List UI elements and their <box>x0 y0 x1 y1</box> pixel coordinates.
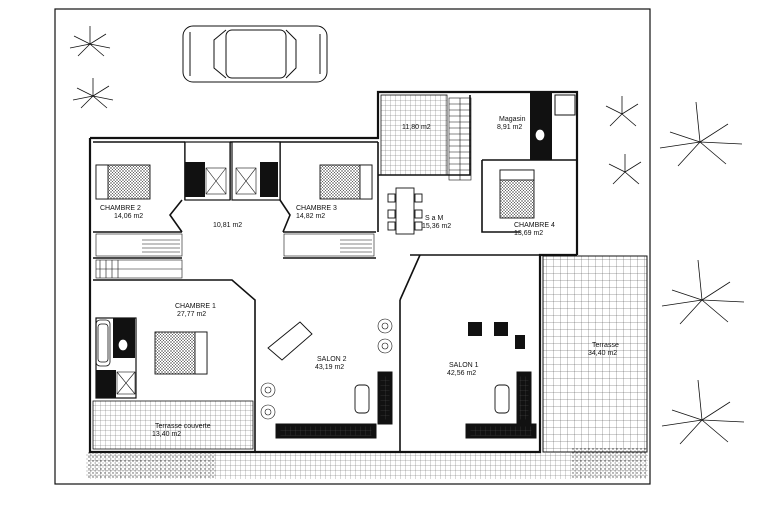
terrasse-floor <box>542 255 648 453</box>
palm-tree-icon <box>69 26 745 445</box>
chambre3-area: 14,82 m2 <box>296 213 326 220</box>
chambre1-area: 27,77 m2 <box>177 311 207 318</box>
sam-name: S a M <box>425 215 444 222</box>
bathtub-icon <box>95 319 111 367</box>
cuisine-area: 11,80 m2 <box>402 124 431 131</box>
salon1-name: SALON 1 <box>449 362 479 369</box>
terrasse-name: Terrasse <box>592 342 619 349</box>
chambre1-name: CHAMBRE 1 <box>175 303 216 310</box>
armchair-icon <box>468 322 525 349</box>
sofa-icon <box>275 371 537 439</box>
gravel-right <box>572 448 647 478</box>
house-walls <box>88 90 579 454</box>
salon1-area: 42,56 m2 <box>447 370 477 377</box>
wardrobe-icon <box>95 233 375 279</box>
chambre2-area: 14,06 m2 <box>114 213 144 220</box>
cuisine-floor <box>380 94 448 176</box>
stair-icon <box>448 97 472 181</box>
salon2-name: SALON 2 <box>317 356 347 363</box>
magasin-name: Magasin <box>499 116 526 123</box>
plant-pot-icon <box>260 318 393 420</box>
car-icon <box>182 25 328 83</box>
hall-area: 10,81 m2 <box>213 222 243 229</box>
terrasse-couverte-area: 13,40 m2 <box>152 431 182 438</box>
bed-icon <box>95 164 535 375</box>
chambre4-area: 13,69 m2 <box>514 230 544 237</box>
magasin-area: 8,91 m2 <box>497 124 523 131</box>
sam-area: 15,36 m2 <box>422 223 452 230</box>
terrasse-area: 34,40 m2 <box>588 350 618 357</box>
toilet-icon <box>118 129 545 351</box>
terrasse-couverte-name: Terrasse couverte <box>155 423 211 430</box>
salon2-area: 43,19 m2 <box>315 364 345 371</box>
coffee-table-icon <box>267 321 510 414</box>
interior-walls <box>93 95 577 452</box>
site-boundary <box>54 8 651 485</box>
chambre3-name: CHAMBRE 3 <box>296 205 337 212</box>
gravel-left <box>86 452 216 478</box>
shower-icon <box>116 167 257 395</box>
chambre4-name: CHAMBRE 4 <box>514 222 555 229</box>
terrasse-couverte-floor <box>92 400 254 450</box>
chambre2-name: CHAMBRE 2 <box>100 205 141 212</box>
dining-table-icon <box>387 187 423 235</box>
